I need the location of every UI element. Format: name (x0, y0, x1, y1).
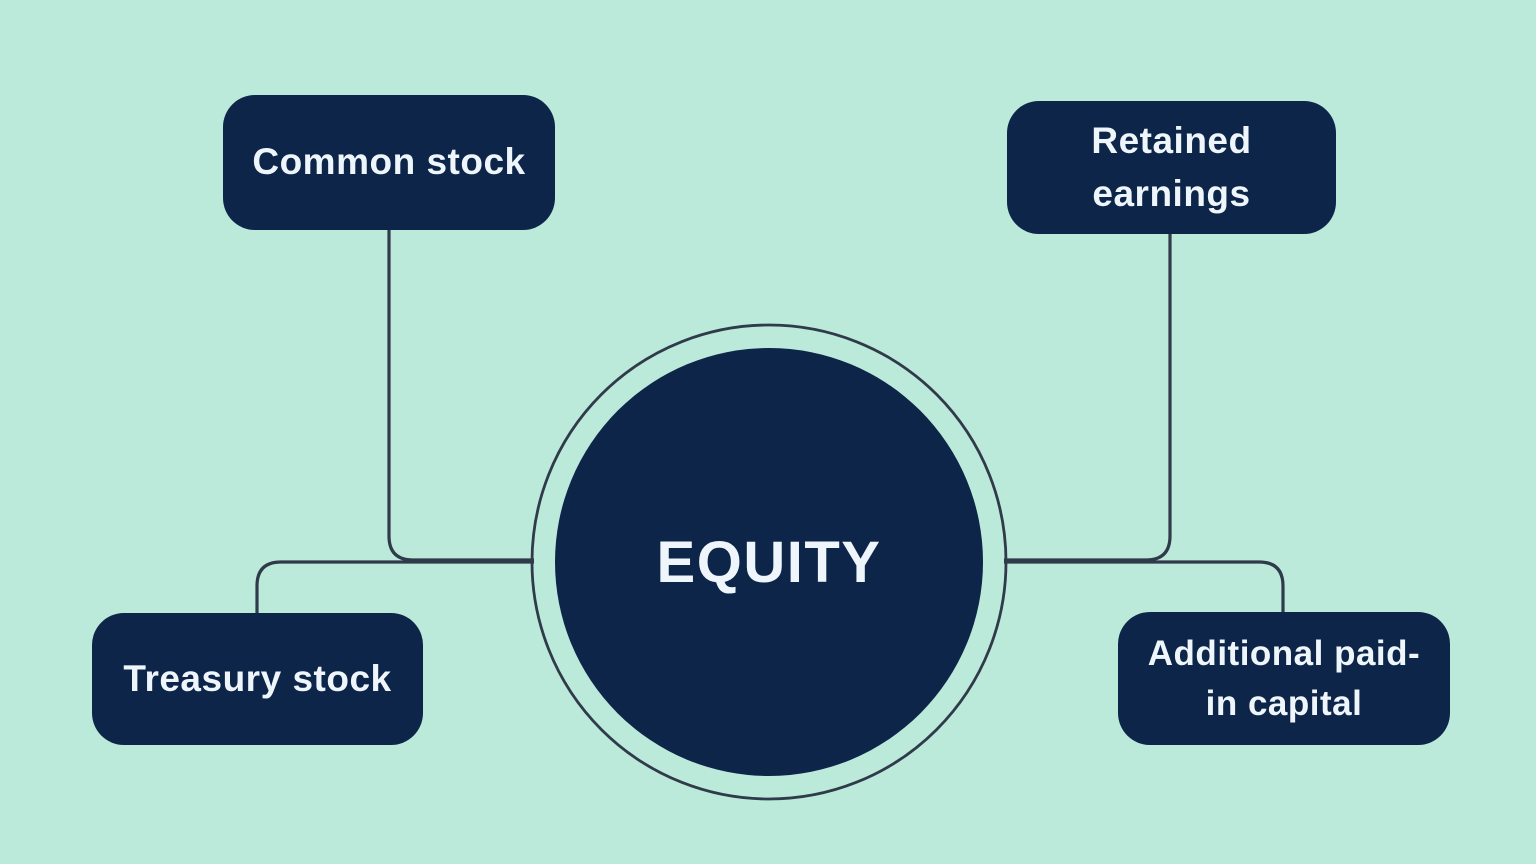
connector-treasury-stock (255, 560, 534, 613)
node-additional-paid-in-capital: Additional paid-in capital (1118, 612, 1450, 745)
equity-center-node: EQUITY (555, 348, 983, 776)
node-treasury-stock: Treasury stock (92, 613, 423, 745)
node-additional-paid-in-capital-label: Additional paid-in capital (1147, 633, 1421, 723)
node-treasury-stock-label: Treasury stock (123, 657, 392, 699)
connector-retained-earnings (1004, 234, 1172, 562)
center-circle-ring (530, 323, 1008, 801)
node-common-stock: Common stock (223, 95, 555, 230)
equity-center-label: EQUITY (656, 529, 882, 595)
connector-common-stock (387, 230, 534, 562)
node-retained-earnings-label: Retained earnings (1091, 119, 1252, 214)
connector-additional-paid-in-capital (1004, 560, 1285, 612)
node-common-stock-label: Common stock (252, 141, 526, 183)
node-retained-earnings: Retained earnings (1007, 101, 1336, 234)
